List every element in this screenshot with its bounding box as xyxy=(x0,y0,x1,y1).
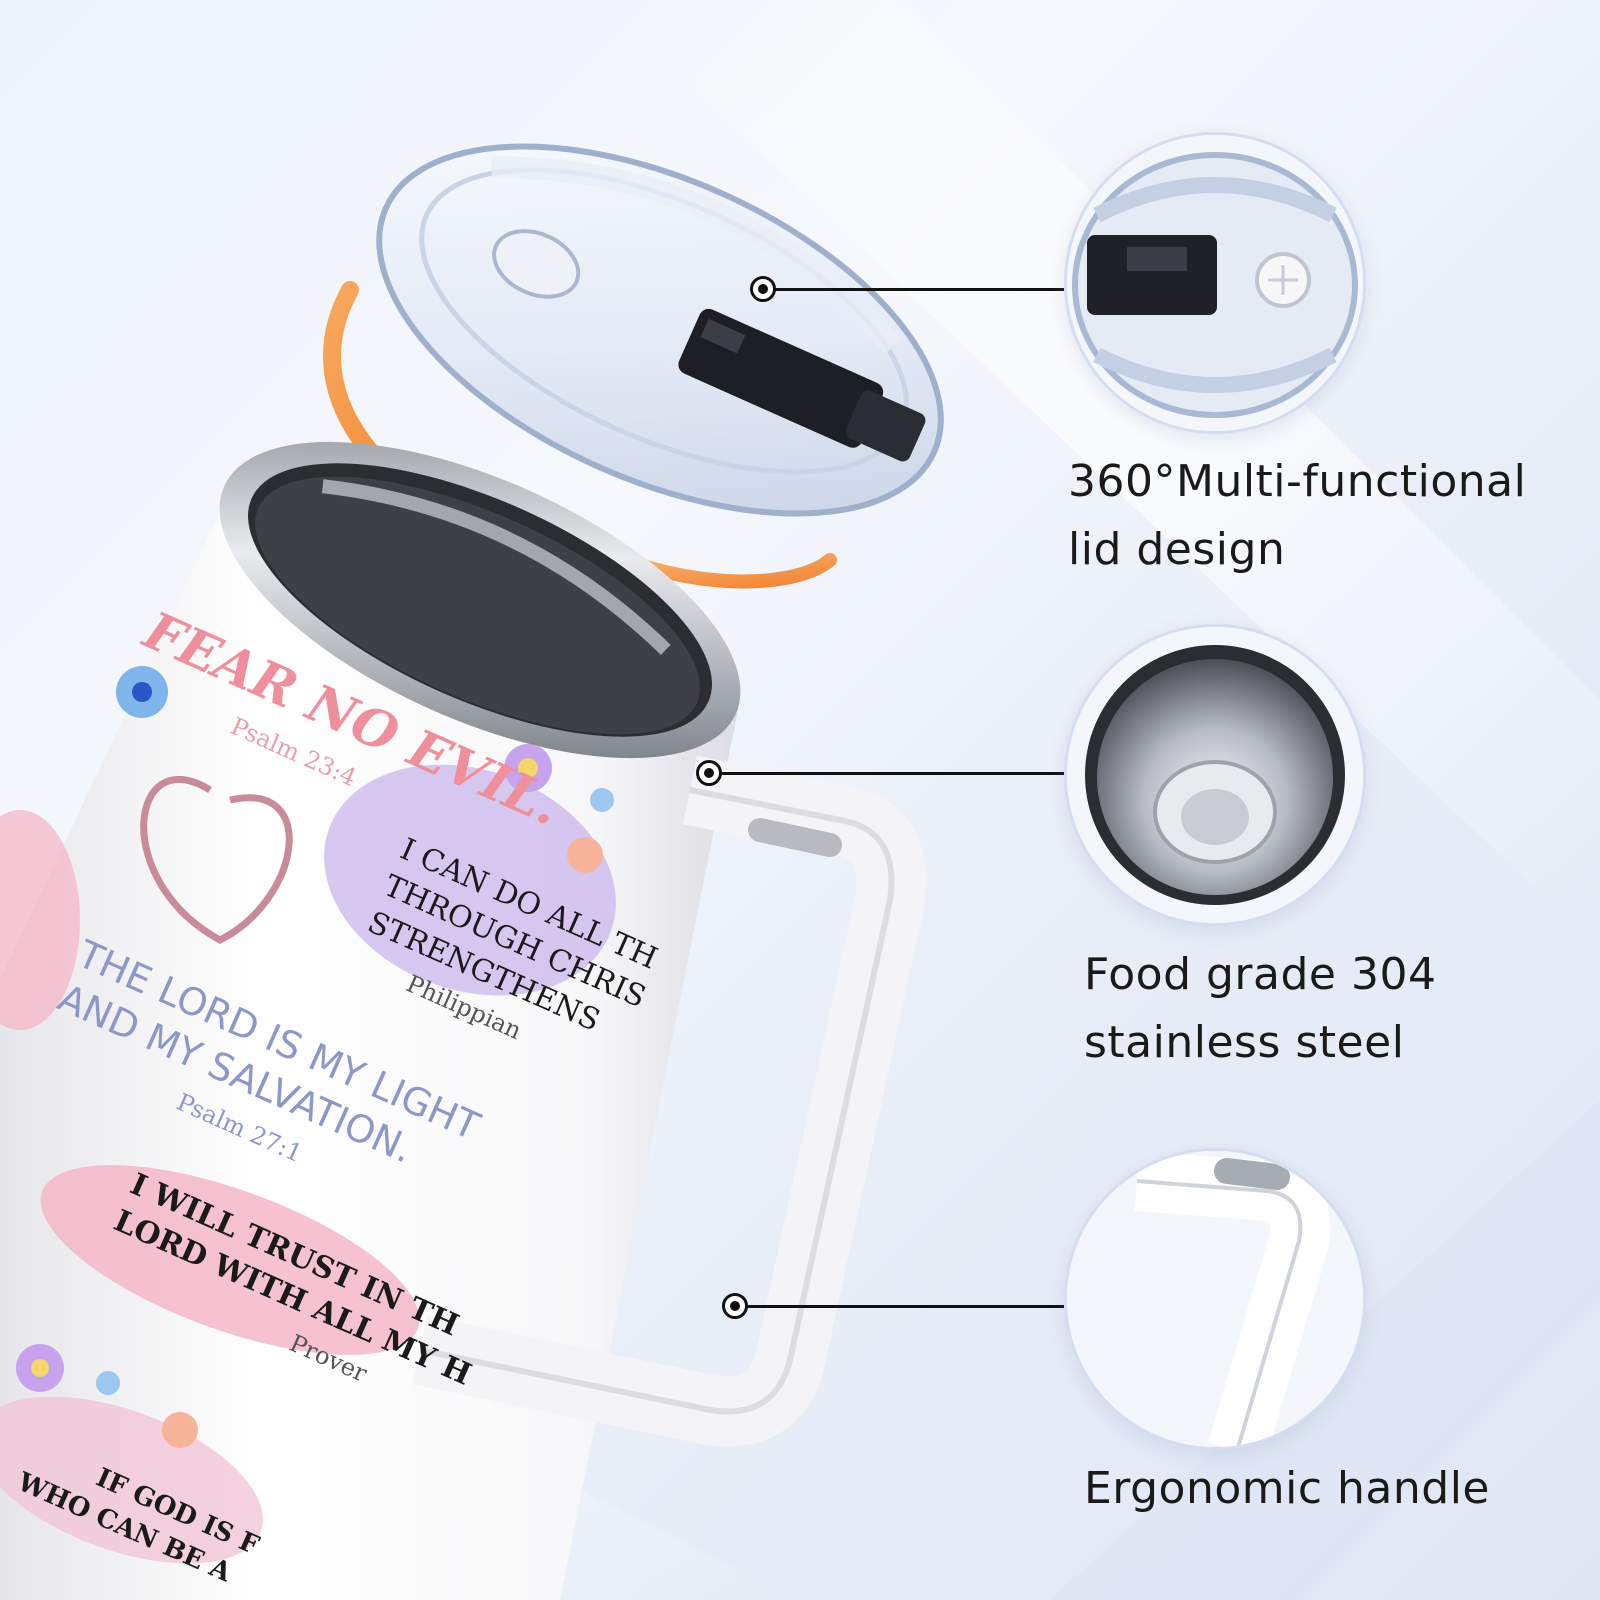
feature-image-steel xyxy=(1064,624,1366,926)
steel-interior-closeup xyxy=(1067,627,1363,923)
callout-dot-lid xyxy=(750,276,776,302)
feature-label-steel: Food grade 304 stainless steel xyxy=(1084,949,1437,1068)
callout-line-handle xyxy=(734,1305,1064,1308)
feature-label-handle: Ergonomic handle xyxy=(1084,1463,1490,1514)
feature-image-handle xyxy=(1064,1148,1366,1450)
handle-closeup xyxy=(1067,1151,1363,1447)
callout-dot-handle xyxy=(722,1293,748,1319)
callout-line-lid xyxy=(762,288,1064,291)
callout-dot-steel xyxy=(696,760,722,786)
feature-label-lid: 360°Multi-functional lid design xyxy=(1068,456,1527,575)
feature-image-lid xyxy=(1064,132,1366,434)
callout-line-steel xyxy=(708,772,1064,775)
lid-closeup xyxy=(1067,135,1363,431)
